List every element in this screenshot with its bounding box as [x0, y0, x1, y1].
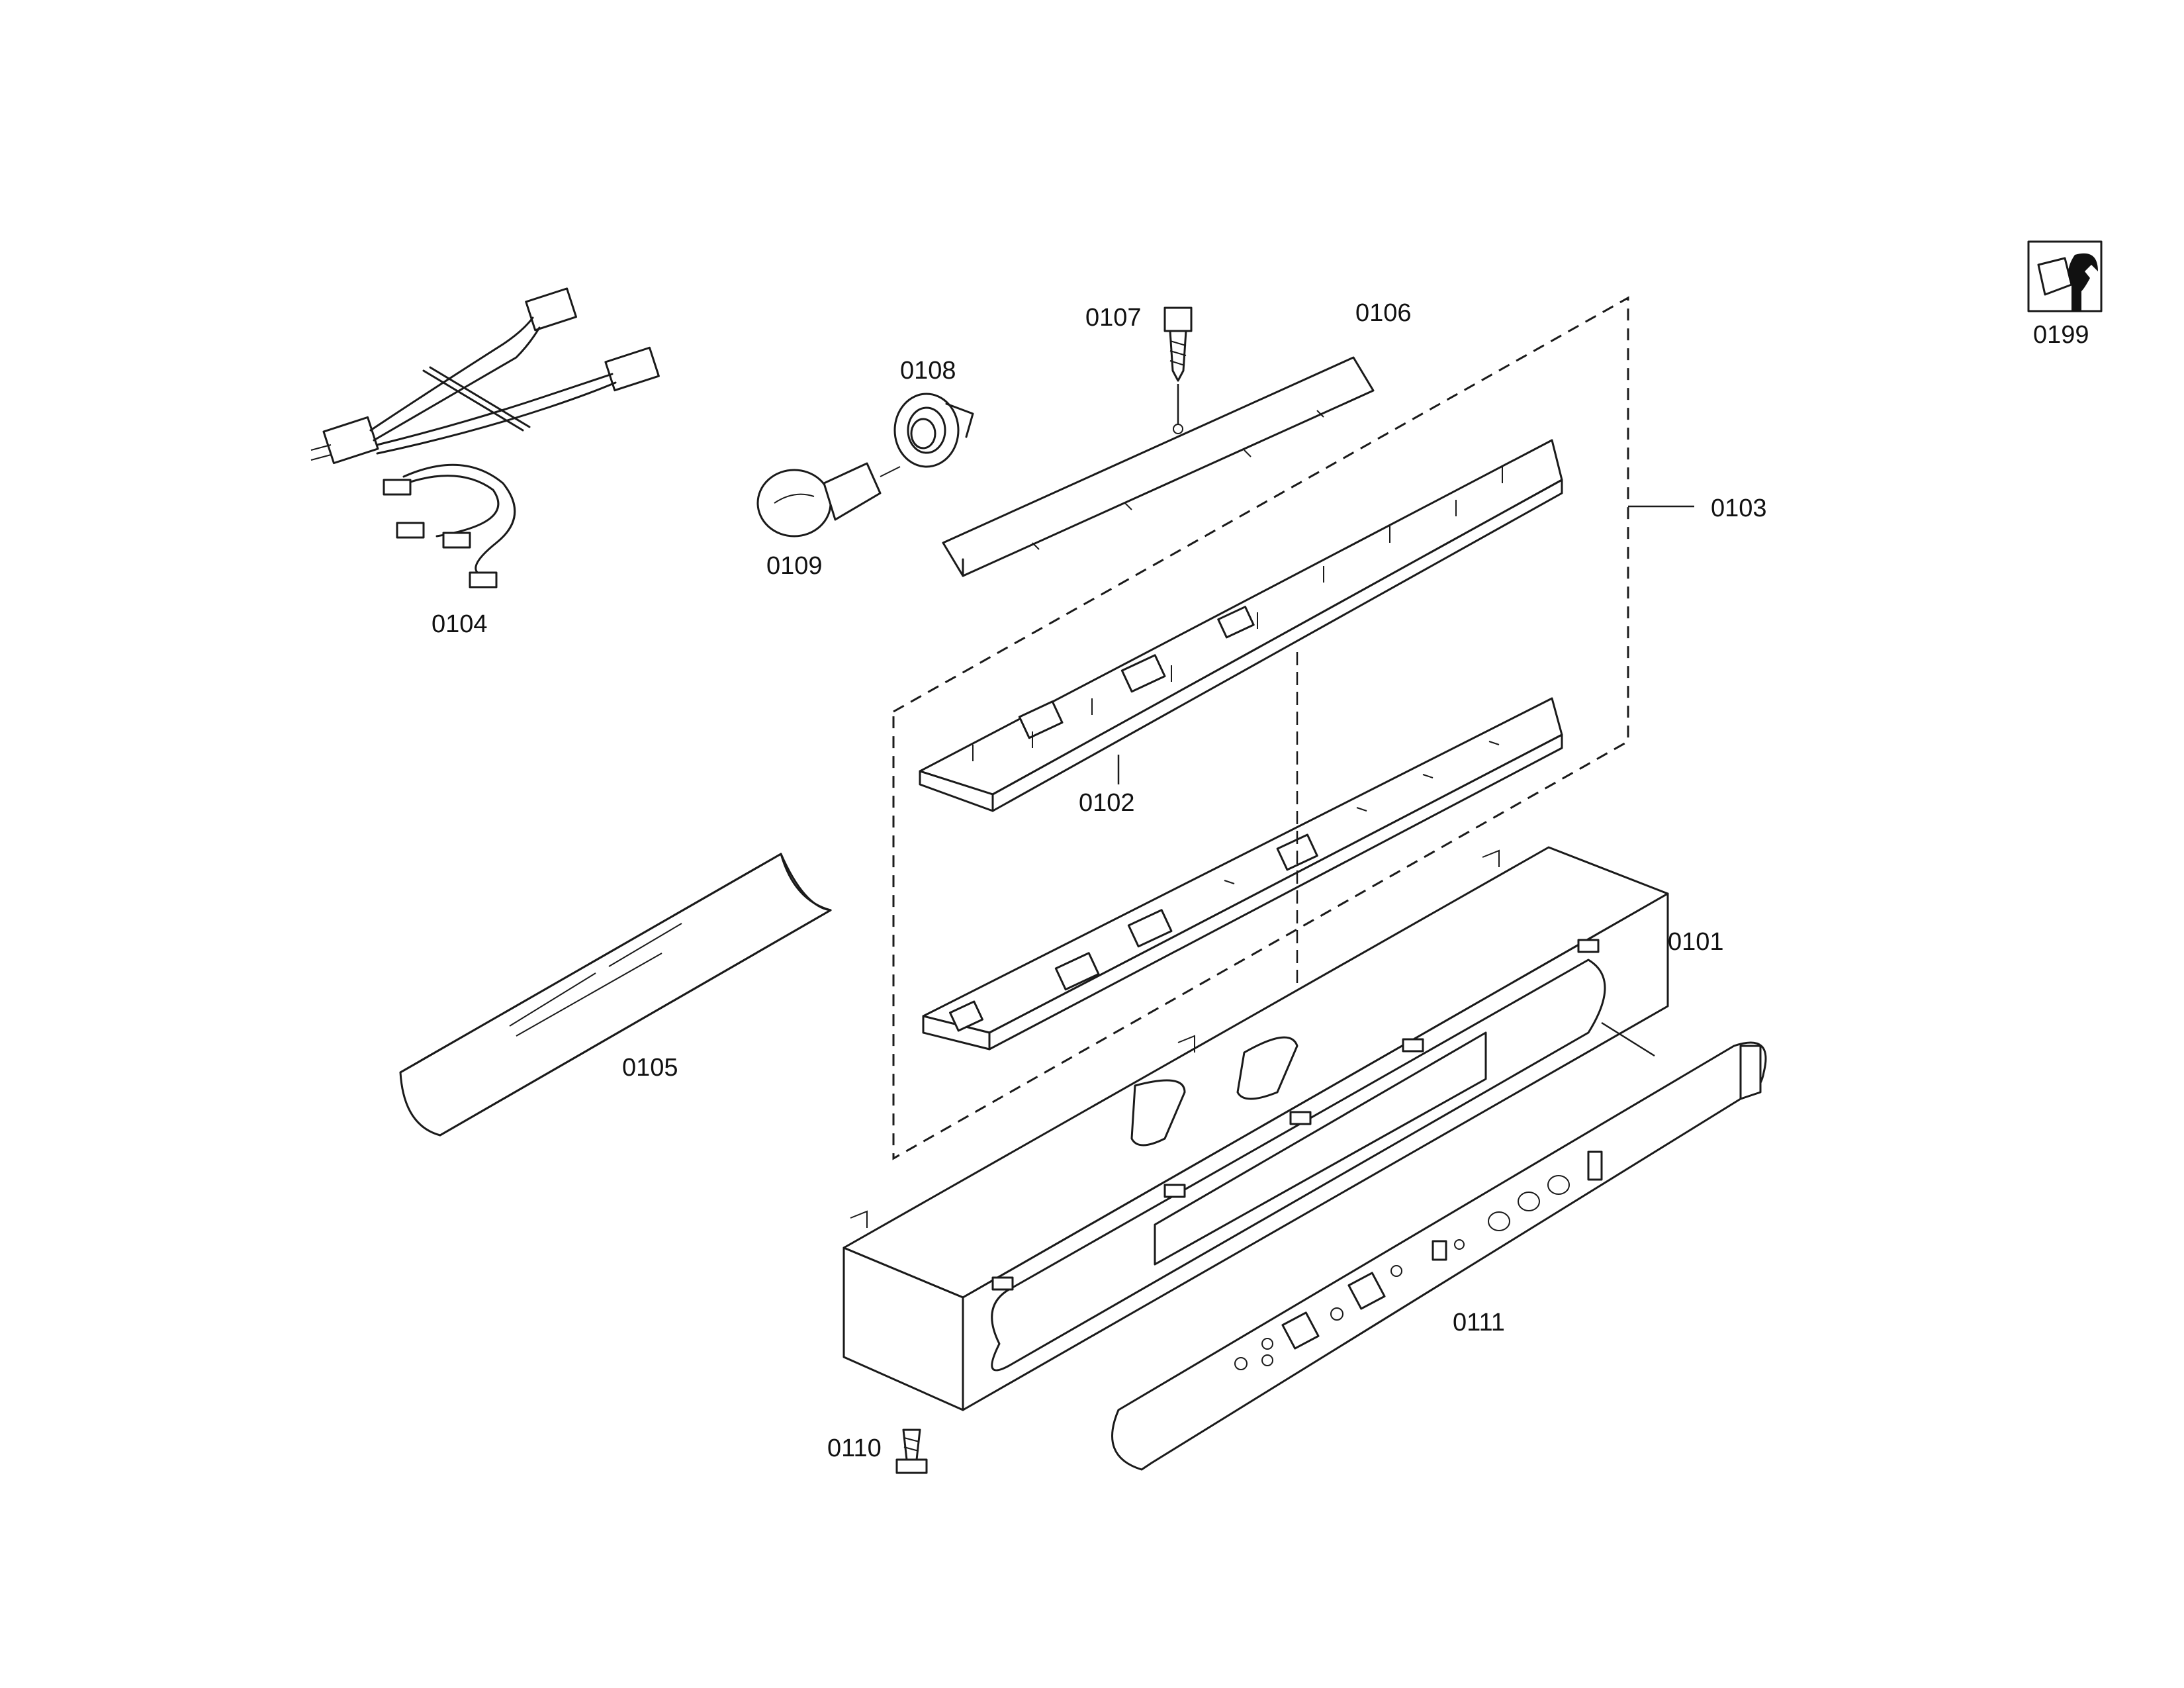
control-board-0102[interactable] [919, 439, 1563, 812]
assembly-outline-0103 [892, 296, 1694, 1160]
control-panel-overlay-0111[interactable] [1111, 1041, 1767, 1471]
label-0106: 0106 [1355, 299, 1412, 327]
label-0199: 0199 [2033, 321, 2089, 349]
label-0110: 0110 [827, 1434, 882, 1462]
cover-plate-0106[interactable] [942, 356, 1375, 577]
control-housing-0101[interactable] [842, 846, 1669, 1411]
label-0107: 0107 [1085, 304, 1142, 332]
screw-0107[interactable] [1163, 306, 1193, 424]
label-0101: 0101 [1668, 928, 1724, 956]
wrench-bolt-icon[interactable] [2027, 240, 2103, 312]
label-0102: 0102 [1079, 789, 1135, 817]
label-0104: 0104 [432, 610, 488, 638]
part-labels: 0101 0102 0103 0104 0105 0106 0107 0108 … [432, 299, 2089, 1462]
bulb-socket-0108[interactable] [893, 393, 974, 468]
light-bulb-0109[interactable] [756, 462, 901, 538]
label-0109: 0109 [766, 552, 823, 580]
label-0111: 0111 [1453, 1309, 1505, 1336]
trim-channel-0105[interactable] [399, 853, 832, 1137]
wiring-harness-0104[interactable] [310, 287, 660, 588]
label-0108: 0108 [900, 357, 956, 385]
screw-0110[interactable] [895, 1429, 928, 1474]
label-0103: 0103 [1711, 494, 1767, 522]
control-board-lower[interactable] [922, 652, 1563, 1051]
label-0105: 0105 [622, 1054, 678, 1082]
